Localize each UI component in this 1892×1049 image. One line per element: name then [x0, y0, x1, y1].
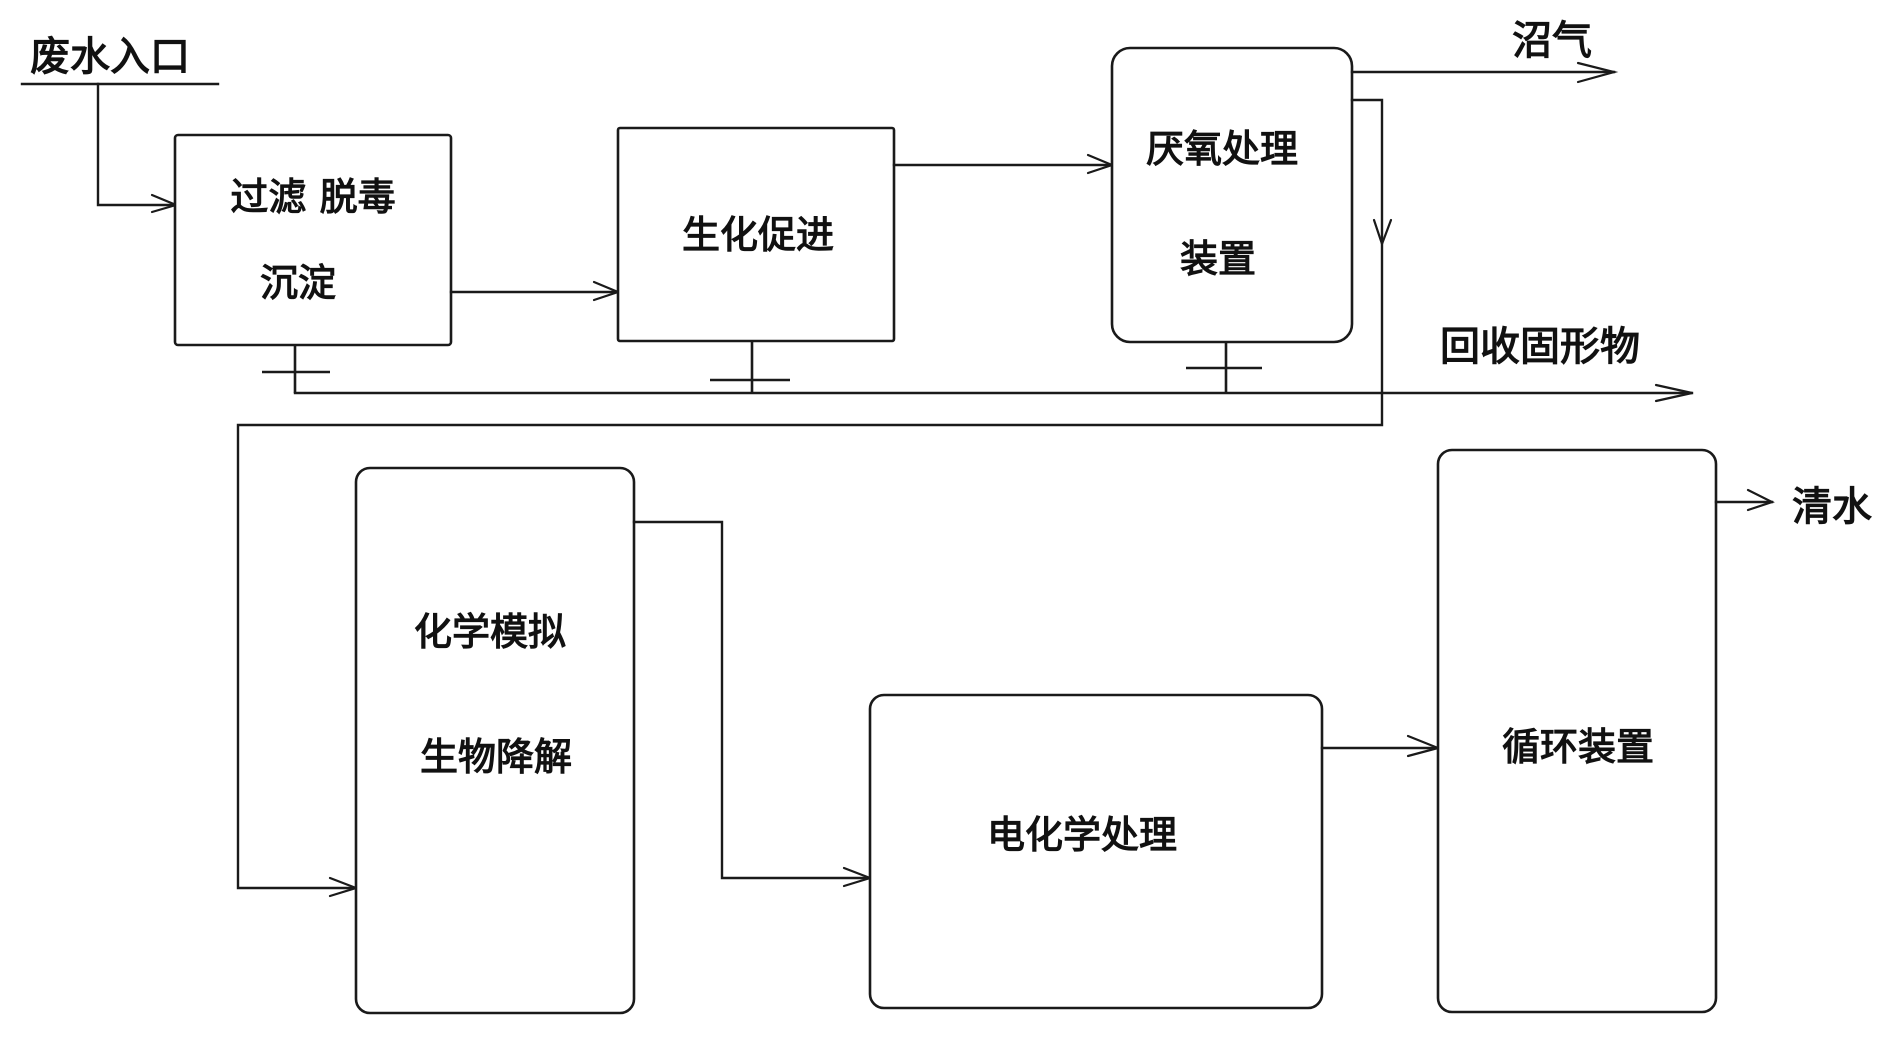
- edge-electro-to-recycle: [1320, 734, 1442, 758]
- node-chembio-label-2: 生物降解: [420, 735, 572, 779]
- node-electro-label: 电化学处理: [987, 813, 1177, 857]
- node-chembio-label-1: 化学模拟: [414, 610, 566, 654]
- biogas-label: 沼气: [1512, 18, 1592, 64]
- edge-biochem-to-anaerobic: [892, 153, 1116, 175]
- node-filter-label-2: 沉淀: [260, 261, 336, 305]
- node-biochem-label: 生化促进: [682, 213, 834, 257]
- clean-water-label: 清水: [1792, 484, 1873, 530]
- node-anaerobic-label-1: 厌氧处理: [1146, 127, 1298, 171]
- ground-symbol-filter: [262, 345, 330, 393]
- node-anaerobic: 厌氧处理 装置: [1110, 46, 1354, 344]
- ground-symbol-biochem: [710, 341, 790, 393]
- edge-solids-recovery: [293, 383, 1694, 403]
- edge-filter-to-biochem: [449, 280, 622, 302]
- solids-recovery-label: 回收固形物: [1440, 324, 1640, 370]
- inlet-label: 废水入口: [30, 34, 190, 80]
- node-biochem: 生化促进: [616, 126, 896, 343]
- node-recycle: 循环装置: [1436, 448, 1718, 1014]
- edge-anaerobic-to-biogas: [1350, 61, 1619, 84]
- node-recycle-label: 循环装置: [1502, 725, 1654, 769]
- ground-symbol-anaerobic: [1186, 342, 1262, 393]
- edge-recycle-to-clean-water: [1714, 488, 1775, 512]
- edge-chembio-to-electro: [632, 520, 874, 888]
- node-filter-label-1: 过滤 脱毒: [230, 175, 395, 219]
- node-filter: 过滤 脱毒 沉淀: [173, 133, 453, 347]
- node-electro: 电化学处理: [868, 693, 1324, 1010]
- node-anaerobic-label-2: 装置: [1180, 237, 1256, 281]
- node-chembio: 化学模拟 生物降解: [354, 466, 636, 1015]
